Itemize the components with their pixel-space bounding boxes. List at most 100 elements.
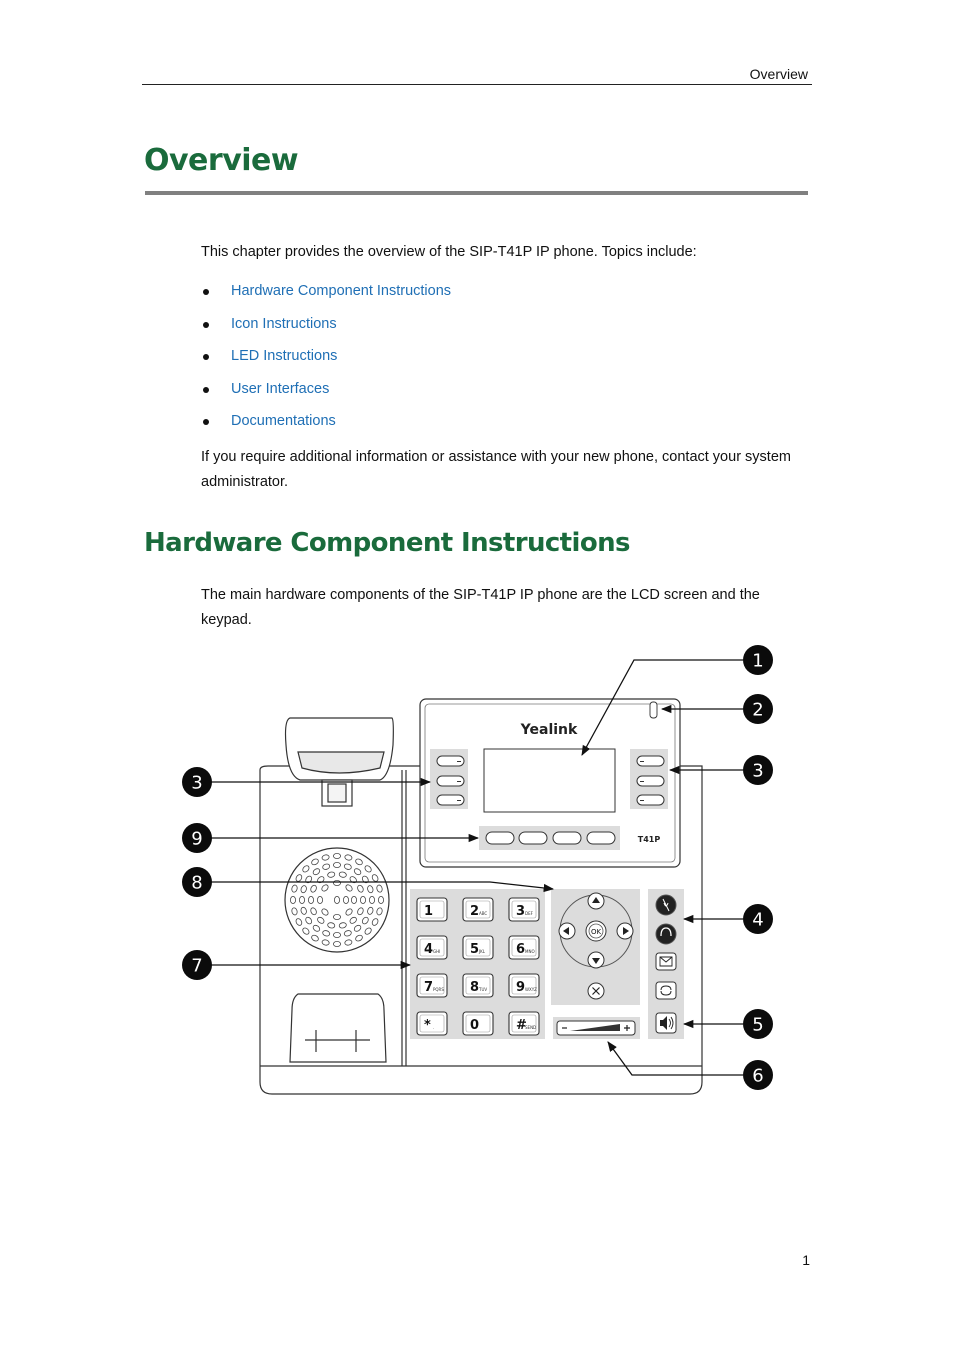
left-line-key[interactable]	[436, 755, 465, 767]
callout-3: 3	[743, 755, 773, 785]
redial-button[interactable]	[655, 981, 677, 1000]
line-keys	[436, 755, 665, 806]
keypad-letters: PQRS	[433, 987, 444, 992]
callout-markers: 1 2 3 3 9 8 4 7 5 6	[182, 645, 773, 1090]
keypad-digit: 1	[424, 904, 433, 919]
power-indicator-led	[649, 701, 658, 719]
soft-key[interactable]	[485, 831, 515, 845]
svg-text:7: 7	[191, 956, 202, 977]
topic-link-icons[interactable]: Icon Instructions	[231, 315, 337, 332]
envelope-icon	[659, 956, 673, 967]
speaker-icon	[660, 1016, 667, 1030]
left-line-key[interactable]	[436, 775, 465, 787]
right-line-key[interactable]	[636, 775, 665, 787]
callout-7: 7	[182, 950, 212, 980]
keypad-digit: #	[516, 1018, 527, 1033]
keypad-digit: 6	[516, 942, 525, 957]
navigation-cluster: OK	[551, 889, 640, 1005]
callout-9: 9	[182, 823, 212, 853]
svg-text:9: 9	[191, 829, 202, 850]
cancel-x-icon	[592, 987, 600, 995]
bullet-icon	[203, 321, 209, 328]
keypad-digit: 4	[424, 942, 433, 957]
svg-text:3: 3	[752, 761, 763, 782]
redial-icon	[660, 985, 672, 996]
headset-button[interactable]	[655, 923, 677, 945]
arrow-down-icon	[592, 958, 600, 964]
chapter-title-rule	[145, 191, 808, 195]
topic-item: Icon Instructions	[201, 311, 451, 344]
chapter-intro: This chapter provides the overview of th…	[201, 244, 697, 260]
keypad-letters: GHI	[433, 949, 440, 954]
running-header: Overview	[142, 66, 812, 85]
lcd-screen	[483, 748, 616, 813]
topic-link-led[interactable]: LED Instructions	[231, 348, 338, 364]
arrow-right-icon	[623, 927, 629, 935]
callout-1: 1	[743, 645, 773, 675]
arrow-left-icon	[563, 927, 569, 935]
arrow-up-icon	[592, 897, 600, 903]
brand-logo: Yealink	[520, 722, 578, 738]
keypad-letters: ABC	[479, 911, 487, 916]
feature-keys	[648, 889, 684, 1039]
handset-cradle	[284, 717, 394, 807]
topic-link-user-interfaces[interactable]: User Interfaces	[231, 380, 330, 397]
svg-text:8: 8	[191, 873, 202, 894]
soft-key[interactable]	[518, 831, 548, 845]
keypad-digit: 5	[470, 942, 479, 957]
svg-text:2: 2	[752, 700, 763, 721]
bullet-icon	[203, 289, 209, 295]
volume-bar	[553, 1017, 640, 1039]
topic-link-hardware[interactable]: Hardware Component Instructions	[231, 283, 452, 299]
plus-icon	[624, 1025, 630, 1031]
section-body: The main hardware components of the SIP-…	[201, 587, 760, 628]
keypad-key-star[interactable]: *.	[416, 1011, 448, 1036]
bullet-icon	[203, 354, 209, 360]
keypad-letters: WXYZ	[525, 987, 537, 992]
ok-label: OK	[591, 928, 602, 936]
svg-text:6: 6	[752, 1066, 763, 1087]
keypad-digit: 0	[470, 1018, 479, 1033]
handset-hook-stand	[289, 993, 387, 1063]
support-note: If you require additional information or…	[201, 449, 791, 490]
display-panel: Yealink T41P	[419, 698, 681, 868]
svg-text:3: 3	[191, 773, 202, 794]
keypad-digit: 8	[470, 980, 479, 995]
running-header-title: Overview	[749, 66, 808, 82]
keypad-letters: SEND	[525, 1025, 536, 1030]
model-label: T41P	[638, 835, 661, 844]
topic-item: Hardware Component Instructions	[201, 278, 451, 311]
topic-link-documentations[interactable]: Documentations	[231, 413, 336, 429]
keypad-digit: *	[424, 1018, 431, 1033]
keypad-key-hash[interactable]: #SEND	[508, 1011, 540, 1036]
topic-item: LED Instructions	[201, 343, 451, 376]
keypad-digit: 3	[516, 904, 525, 919]
right-line-key[interactable]	[636, 755, 665, 767]
keypad-digit: 9	[516, 980, 525, 995]
chapter-title: Overview	[144, 143, 299, 178]
callout-3: 3	[182, 767, 212, 797]
keypad-letters: .	[433, 1025, 434, 1030]
keypad-key-0[interactable]: 0	[462, 1011, 494, 1036]
headset-icon	[660, 927, 672, 937]
right-line-key[interactable]	[636, 794, 665, 806]
section-title: Hardware Component Instructions	[144, 528, 630, 558]
callout-8: 8	[182, 867, 212, 897]
keypad-key-1[interactable]: 1	[416, 897, 448, 922]
left-line-key[interactable]	[436, 794, 465, 806]
soft-key[interactable]	[586, 831, 616, 845]
svg-text:5: 5	[752, 1015, 763, 1036]
soft-key[interactable]	[552, 831, 582, 845]
callout-2: 2	[743, 694, 773, 724]
keypad-letters: JKL	[478, 949, 486, 954]
keypad-digit: 2	[470, 904, 479, 919]
